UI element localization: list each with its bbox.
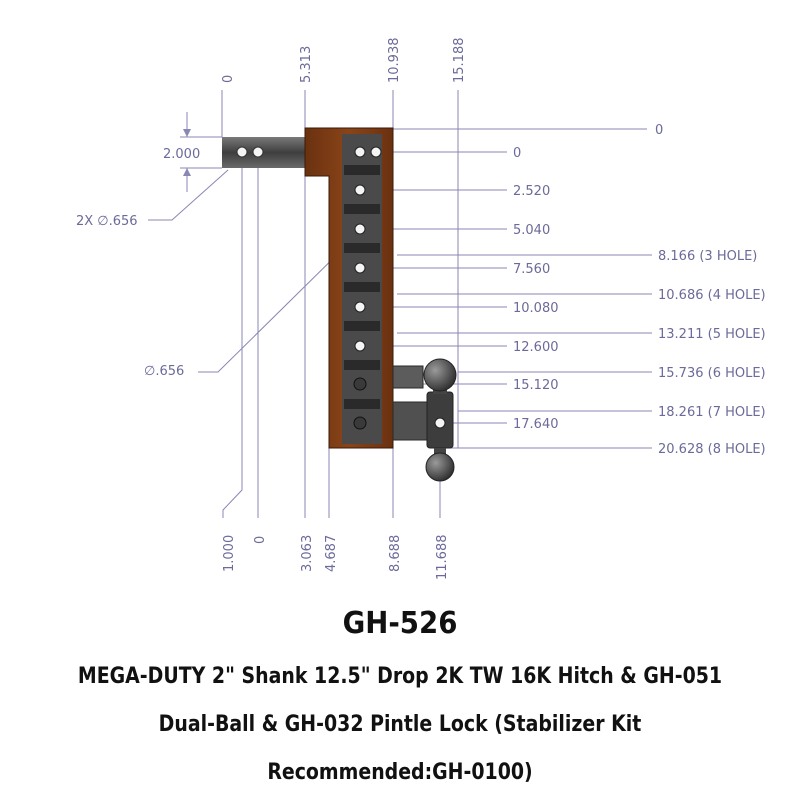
technical-drawing: 0 5.313 10.938 15.188 0 0 2.520 5.040 7.…: [76, 38, 766, 581]
hole-count-3: 8.166 (3 HOLE): [658, 249, 757, 264]
top-dim-15188: 15.188: [452, 38, 467, 84]
description-line-2: Dual-Ball & GH-032 Pintle Lock (Stabiliz…: [158, 712, 642, 737]
hole-dim-10080: 10.080: [513, 301, 559, 316]
hole-dim-12600: 12.600: [513, 340, 559, 355]
description-line-1: MEGA-DUTY 2" Shank 12.5" Drop 2K TW 16K …: [77, 664, 723, 689]
hole-dim-15120: 15.120: [513, 378, 559, 393]
hole-count-4: 10.686 (4 HOLE): [658, 288, 766, 303]
description-line-3: Recommended:GH-0100): [267, 760, 533, 785]
shank-holes-label: 2X ∅.656: [76, 214, 138, 229]
hole-count-6: 15.736 (6 HOLE): [658, 366, 766, 381]
pin-hole-label: ∅.656: [144, 364, 184, 379]
drop-body: [304, 127, 394, 449]
bottom-dim-1000: 1.000: [222, 535, 237, 572]
hole-count-8: 20.628 (8 HOLE): [658, 442, 766, 457]
bottom-dim-3063: 3.063: [300, 535, 315, 572]
right-dim-0: 0: [655, 123, 663, 138]
bottom-dim-8688: 8.688: [388, 535, 403, 572]
bottom-dim-4687: 4.687: [324, 535, 339, 572]
shank: [222, 137, 308, 168]
top-dim-0: 0: [221, 75, 236, 83]
model-number: GH-526: [342, 606, 458, 641]
shank-height-dim: 2.000: [163, 147, 200, 162]
hole-count-5: 13.211 (5 HOLE): [658, 327, 766, 342]
hole-dim-17640: 17.640: [513, 417, 559, 432]
dual-ball-mount: [392, 358, 457, 482]
hole-dim-0: 0: [513, 146, 521, 161]
hole-dim-2520: 2.520: [513, 184, 550, 199]
top-dim-10938: 10.938: [387, 38, 402, 84]
bottom-dim-11688: 11.688: [435, 535, 450, 581]
hole-count-7: 18.261 (7 HOLE): [658, 405, 766, 420]
hole-dim-5040: 5.040: [513, 223, 550, 238]
top-dim-5313: 5.313: [299, 46, 314, 83]
hole-dim-7560: 7.560: [513, 262, 550, 277]
bottom-dim-0: 0: [253, 536, 268, 544]
